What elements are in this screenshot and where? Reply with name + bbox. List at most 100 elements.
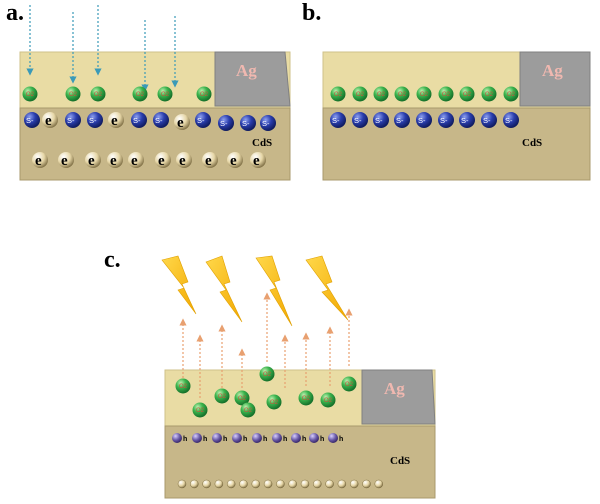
hole-sphere: h — [272, 433, 287, 443]
svg-text:e: e — [230, 153, 237, 169]
svg-text:O2: O2 — [26, 92, 35, 98]
panel-a-o2-row: O2 O2 O2 O2 O2 O2 — [22, 86, 212, 102]
panel-b-ag-block — [519, 51, 591, 107]
s-ion-sphere: S- — [394, 112, 410, 128]
svg-text:h: h — [283, 436, 287, 443]
small-electron-sphere — [350, 479, 359, 489]
svg-text:O2: O2 — [420, 92, 429, 98]
s-ion-sphere: S- — [65, 112, 81, 128]
electron-sphere: e — [227, 152, 243, 169]
svg-text:O2: O2 — [69, 92, 78, 98]
svg-text:h: h — [320, 436, 324, 443]
svg-text:S-: S- — [242, 119, 250, 128]
electron-sphere: e — [85, 152, 101, 169]
s-ion-sphere: S- — [481, 112, 497, 128]
lightning-bolt-icon — [205, 255, 243, 323]
svg-text:O2: O2 — [263, 372, 272, 378]
panel-b-o2-row: O2 O2 O2 O2 O2 O2 O2 O2 O2 — [330, 86, 519, 102]
svg-text:O2: O2 — [334, 92, 343, 98]
s-ion-sphere: S- — [240, 115, 256, 131]
svg-text:S-: S- — [418, 116, 426, 125]
svg-text:S-: S- — [197, 116, 205, 125]
panel-a-label: a. — [6, 0, 24, 26]
svg-text:e: e — [131, 153, 138, 169]
small-electron-sphere — [337, 479, 347, 489]
svg-text:O2: O2 — [507, 92, 516, 98]
small-electron-sphere — [313, 479, 322, 489]
small-electron-sphere — [300, 479, 310, 489]
electron-sphere: e — [174, 114, 190, 131]
svg-text:h: h — [183, 436, 187, 443]
svg-text:O2: O2 — [94, 92, 103, 98]
o2-sphere: O2 — [175, 378, 191, 394]
svg-text:O2: O2 — [238, 396, 247, 402]
panel-a-ag-label: Ag — [236, 61, 257, 80]
o2-sphere: O2 — [481, 86, 497, 102]
svg-text:h: h — [203, 436, 207, 443]
panel-c-ag-block — [361, 369, 436, 425]
small-electron-sphere — [263, 479, 273, 489]
small-electron-sphere — [251, 479, 261, 489]
svg-text:O2: O2 — [218, 394, 227, 400]
s-ion-sphere: S- — [330, 112, 346, 128]
lightning-bolt-icon — [161, 255, 197, 315]
panel-c-cds-label: CdS — [390, 455, 410, 467]
hole-sphere: h — [232, 433, 247, 443]
panel-c-electron-row — [177, 479, 383, 489]
o2-sphere: O2 — [157, 86, 173, 102]
panel-a: Ag CdS O2 O2 O2 O2 O2 O2 S- e S- S- e S- — [19, 5, 291, 181]
o2-sphere: O2 — [394, 86, 410, 102]
svg-text:S-: S- — [354, 116, 362, 125]
svg-text:S-: S- — [67, 116, 75, 125]
o2-sphere: O2 — [90, 86, 106, 102]
panel-c-photons — [161, 255, 349, 327]
hole-sphere: h — [309, 433, 324, 443]
o2-sphere: O2 — [65, 86, 81, 102]
s-ion-sphere: S- — [195, 112, 211, 128]
svg-text:O2: O2 — [179, 384, 188, 390]
s-ion-sphere: S- — [260, 115, 276, 131]
svg-text:O2: O2 — [398, 92, 407, 98]
small-electron-sphere — [362, 479, 371, 489]
s-ion-sphere: S- — [503, 112, 519, 128]
small-electron-sphere — [325, 479, 334, 489]
hole-sphere: h — [212, 433, 227, 443]
small-electron-sphere — [276, 479, 285, 489]
panel-c-hole-row: h h h h h h h h h — [172, 433, 343, 443]
s-ion-sphere: S- — [218, 115, 234, 131]
s-ion-sphere: S- — [87, 112, 103, 128]
o2-sphere: O2 — [132, 86, 148, 102]
svg-text:e: e — [158, 153, 165, 169]
s-ion-sphere: S- — [153, 112, 169, 128]
svg-text:S-: S- — [375, 116, 383, 125]
o2-sphere: O2 — [298, 390, 314, 406]
s-ion-sphere: S- — [131, 112, 147, 128]
o2-sphere: O2 — [266, 394, 282, 410]
small-electron-sphere — [374, 479, 383, 489]
o2-sphere: O2 — [352, 86, 368, 102]
svg-text:S-: S- — [89, 116, 97, 125]
svg-text:O2: O2 — [244, 408, 253, 414]
o2-sphere: O2 — [438, 86, 454, 102]
svg-text:O2: O2 — [161, 92, 170, 98]
o2-sphere: O2 — [22, 86, 38, 102]
svg-text:S-: S- — [262, 119, 270, 128]
svg-text:S-: S- — [461, 116, 469, 125]
o2-sphere: O2 — [341, 376, 357, 392]
svg-text:S-: S- — [155, 116, 163, 125]
panel-b-ag-label: Ag — [542, 61, 563, 80]
panel-c: Ag CdS O2 O2 O2 O2 O2 O2 — [161, 255, 436, 499]
svg-text:e: e — [61, 153, 68, 169]
small-electron-sphere — [202, 479, 211, 489]
svg-text:h: h — [302, 436, 306, 443]
panel-b-label: b. — [302, 0, 322, 26]
s-ion-sphere: S- — [459, 112, 475, 128]
svg-text:e: e — [205, 153, 212, 169]
svg-text:O2: O2 — [270, 400, 279, 406]
o2-sphere: O2 — [192, 402, 208, 418]
hole-sphere: h — [252, 433, 267, 443]
svg-text:e: e — [253, 153, 260, 169]
o2-sphere: O2 — [234, 390, 250, 406]
small-electron-sphere — [288, 479, 297, 489]
